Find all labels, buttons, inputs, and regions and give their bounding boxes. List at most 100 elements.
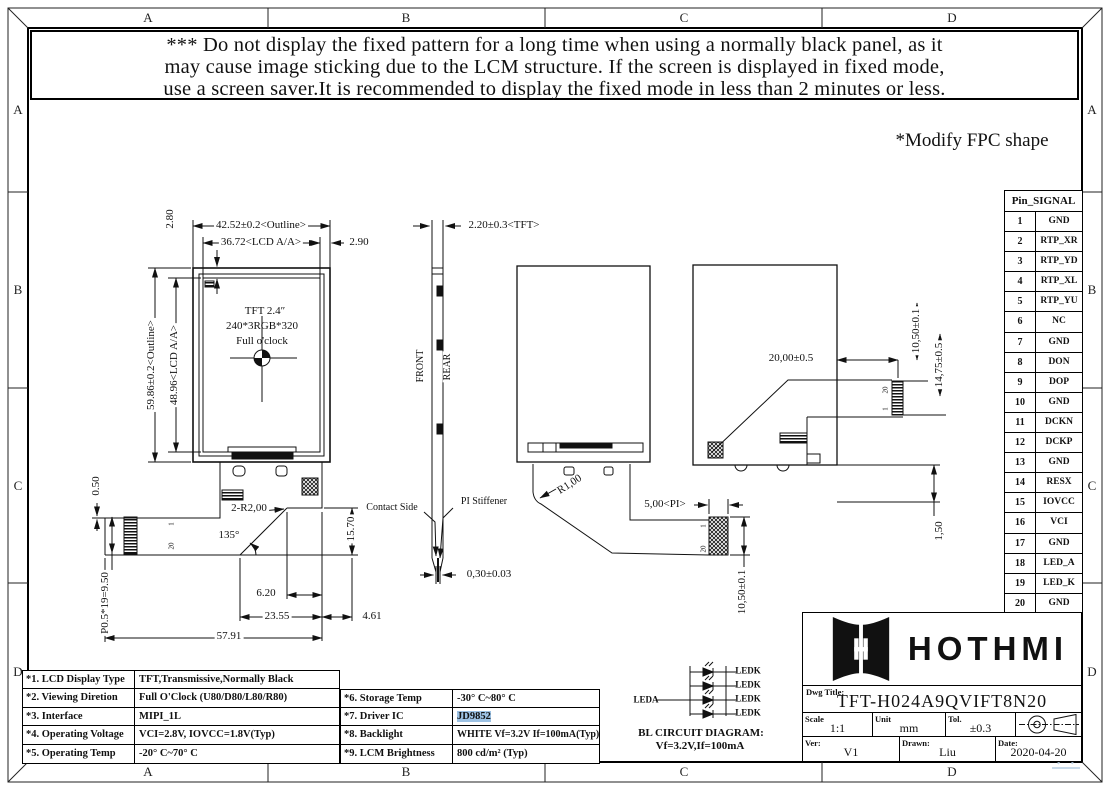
warning-box: *** Do not display the fixed pattern for… bbox=[30, 30, 1079, 100]
zone-left-d: D bbox=[13, 664, 23, 679]
dim-tft-thickness: 2.20±0.3<TFT> bbox=[466, 219, 542, 232]
pi-stiffener-label: PI Stiffener bbox=[458, 495, 510, 508]
rear-view-center bbox=[516, 265, 750, 567]
zone-top-a: A bbox=[143, 10, 153, 25]
zone-left-c: C bbox=[13, 478, 23, 493]
dim-6-20: 6.20 bbox=[254, 587, 278, 600]
pin-table-header: Pin_SIGNAL bbox=[1005, 191, 1082, 212]
dim-aa-height: 48.96<LCD A/A> bbox=[168, 322, 181, 408]
table-row: *5. Operating Temp-20° C~70° C bbox=[23, 744, 339, 763]
rear-view-right bbox=[692, 264, 946, 516]
zone-right-a: A bbox=[1087, 102, 1097, 117]
zone-bottom-c: C bbox=[679, 764, 689, 779]
front-label: FRONT bbox=[414, 347, 427, 385]
front-view bbox=[92, 220, 358, 642]
zone-top-d: D bbox=[947, 10, 957, 25]
ver-label: Ver: bbox=[805, 738, 821, 748]
dim-outline-width: 42.52±0.2<Outline> bbox=[214, 219, 308, 232]
bl-cathode-label-3: LEDK bbox=[735, 693, 761, 704]
unit-value: mm bbox=[899, 721, 919, 735]
modify-fpc-note: *Modify FPC shape bbox=[895, 130, 1049, 151]
side-view bbox=[413, 220, 461, 584]
title-block: HOTHMI Dwg Title: TFT-H024A9QVIFT8N20 Sc… bbox=[802, 612, 1082, 762]
date-value: 2020-04-20 bbox=[1010, 745, 1067, 759]
drawn-label: Drawn: bbox=[902, 738, 930, 748]
dim-23-55: 23.55 bbox=[262, 610, 292, 623]
dim-57-91: 57.91 bbox=[214, 630, 244, 643]
dwg-title-row: Dwg Title: TFT-H024A9QVIFT8N20 bbox=[803, 686, 1081, 713]
zone-bottom-a: A bbox=[143, 764, 153, 779]
dim-0-30: 0,30±0.03 bbox=[464, 568, 514, 581]
dim-4-61: 4.61 bbox=[360, 610, 384, 623]
hothmi-logo-icon bbox=[832, 616, 890, 682]
projection-symbol-icon bbox=[1019, 713, 1079, 736]
bl-cathode-label-1: LEDK bbox=[735, 665, 761, 676]
zone-top-b: B bbox=[401, 10, 411, 25]
warning-line-1: *** Do not display the fixed pattern for… bbox=[166, 34, 943, 56]
zone-left-b: B bbox=[13, 282, 23, 297]
date-label: Date: bbox=[998, 738, 1018, 748]
bl-cathode-label-4: LEDK bbox=[735, 707, 761, 718]
zone-left-a: A bbox=[13, 102, 23, 117]
dwg-title-label: Dwg Title: bbox=[806, 687, 845, 697]
fpc-pin20-center: 20 bbox=[699, 545, 708, 553]
drawn-value: Liu bbox=[939, 745, 956, 759]
screen-size-label: TFT 2.4″ bbox=[244, 305, 286, 318]
dim-r2: 2-R2,00 bbox=[229, 502, 269, 515]
fpc-pin20-front: 20 bbox=[167, 542, 176, 550]
ver-drawn-date-row: Ver:V1 Drawn:Liu Date:2020-04-20 bbox=[803, 737, 1081, 761]
fpc-pin1-right: 1 bbox=[881, 407, 890, 411]
zone-bottom-d: D bbox=[947, 764, 957, 779]
dim-5-00-pi: 5,00<PI> bbox=[642, 498, 688, 511]
bl-circuit-title: BL CIRCUIT DIAGRAM: bbox=[638, 727, 764, 740]
dim-aa-width: 36.72<LCD A/A> bbox=[218, 236, 304, 249]
zone-right-d: D bbox=[1087, 664, 1097, 679]
contact-side-label: Contact Side bbox=[364, 501, 420, 514]
scale-label: Scale bbox=[805, 714, 824, 724]
driver-ic-highlight: JD9852 bbox=[457, 710, 491, 722]
dim-20-00: 20,00±0.5 bbox=[766, 352, 816, 365]
bl-cathode-label-2: LEDK bbox=[735, 679, 761, 690]
warning-line-3: use a screen saver.It is recommended to … bbox=[163, 78, 946, 100]
dim-pin-pitch: P0.5*19=9.50 bbox=[99, 570, 112, 636]
dim-15-70: 15.70 bbox=[345, 514, 358, 544]
dim-angle-135: 135° bbox=[218, 529, 240, 542]
logo-row: HOTHMI bbox=[803, 613, 1081, 686]
dim-2-80: 2.80 bbox=[164, 207, 177, 231]
dim-0-50: 0.50 bbox=[90, 474, 103, 498]
bl-anode-label: LEDA bbox=[633, 694, 659, 705]
zone-top-c: C bbox=[679, 10, 689, 25]
spec-table-right: *6. Storage Temp-30° C~80° C *7. Driver … bbox=[340, 688, 600, 765]
bl-circuit-diagram bbox=[656, 661, 736, 719]
dim-14-75: 14,75±0.5 bbox=[933, 340, 946, 390]
zone-right-c: C bbox=[1087, 478, 1097, 493]
tol-value: ±0.3 bbox=[969, 721, 992, 735]
fpc-pin1-front: 1 bbox=[167, 522, 176, 526]
